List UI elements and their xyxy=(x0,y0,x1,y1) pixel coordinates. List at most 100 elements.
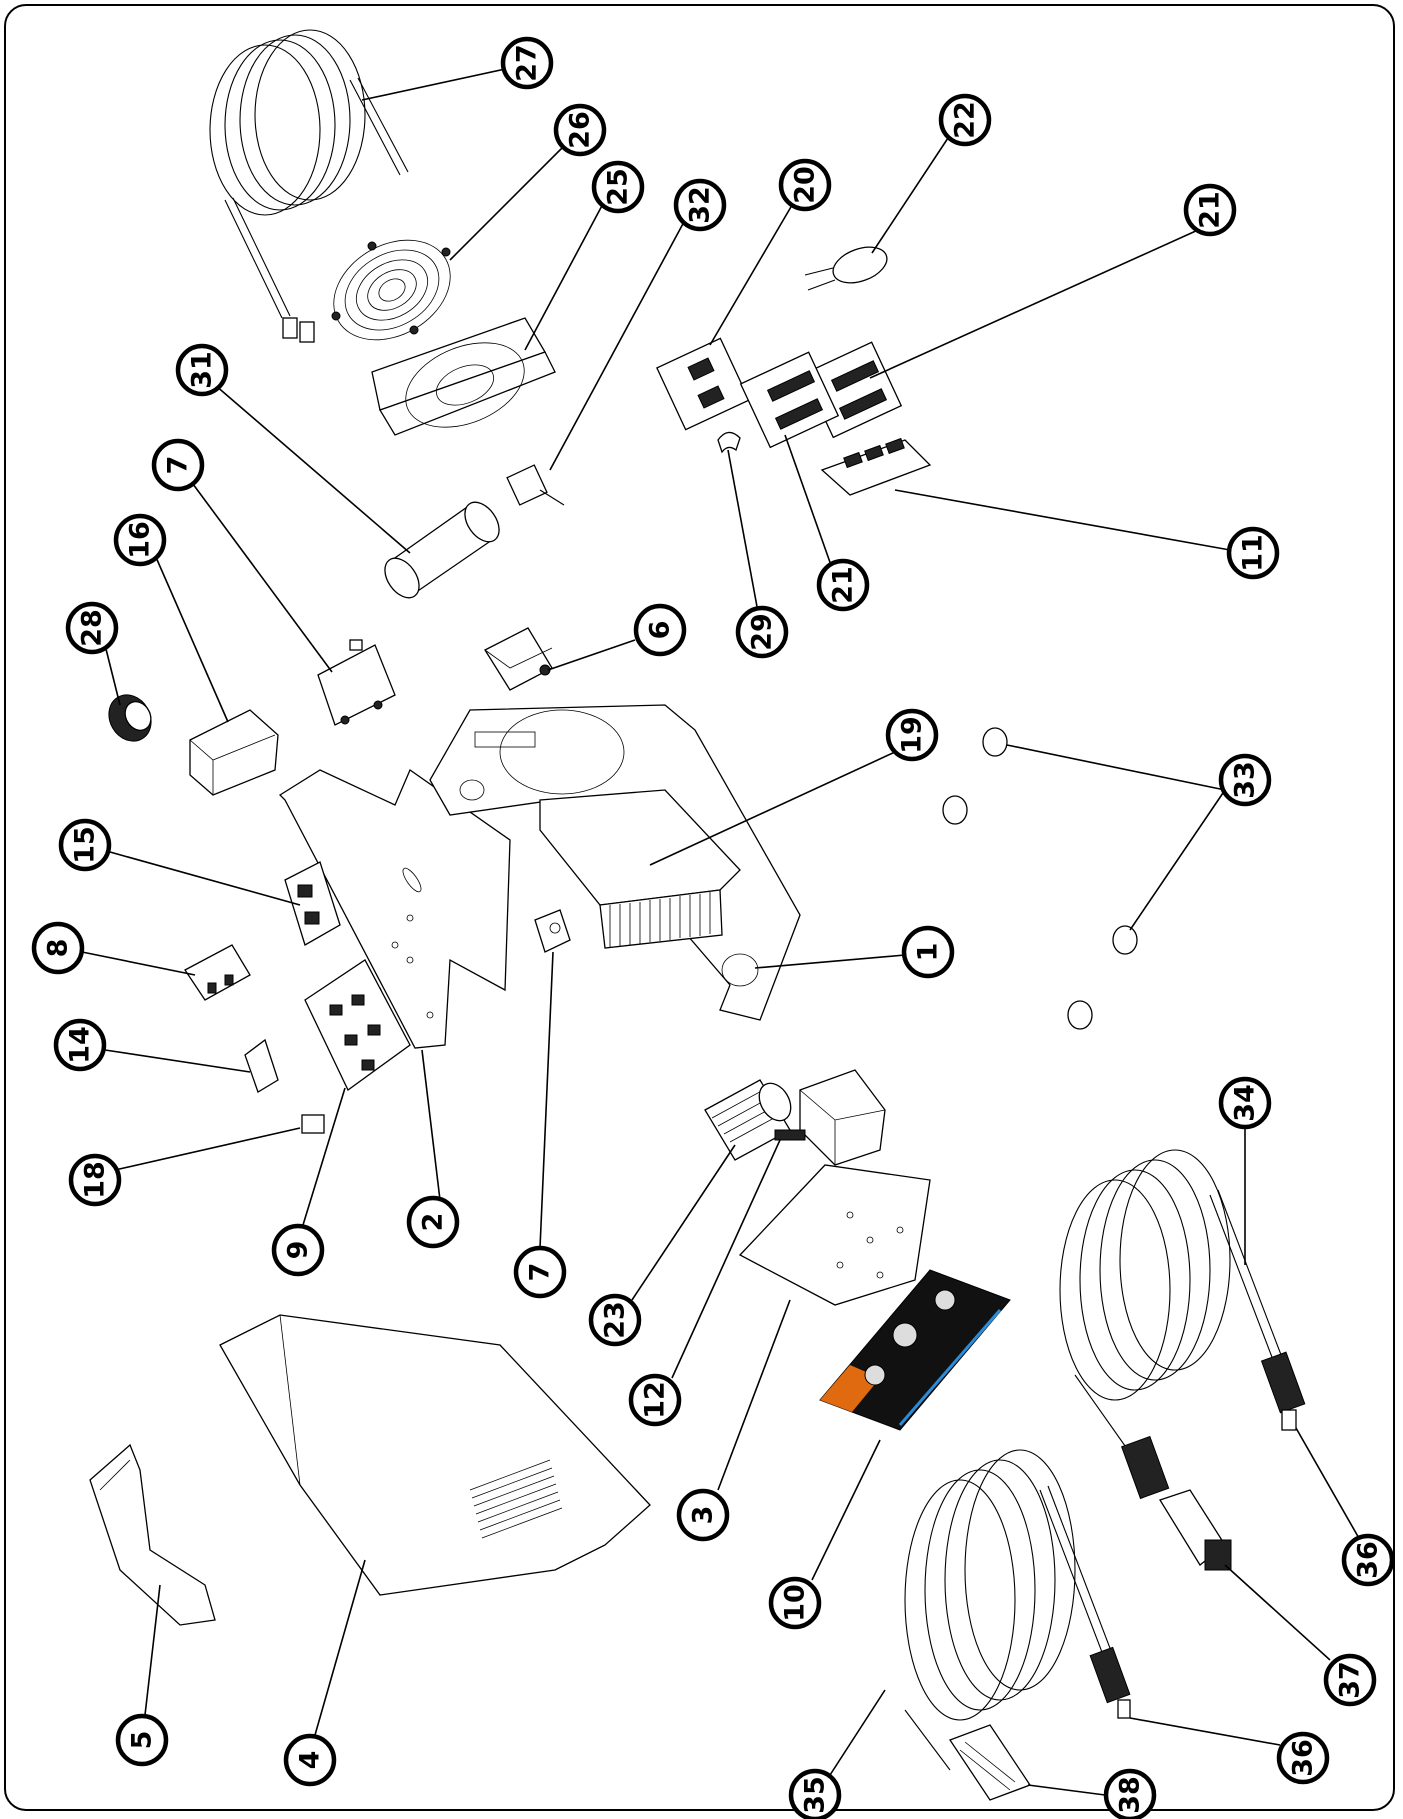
callout-19: 19 xyxy=(885,708,939,762)
callout-6-label: 6 xyxy=(645,621,676,640)
callout-3: 3 xyxy=(676,1488,730,1542)
callout-5: 5 xyxy=(115,1713,169,1767)
callout-29-label: 29 xyxy=(747,613,778,651)
callout-7-lower: 7 xyxy=(513,1245,567,1299)
callout-26: 26 xyxy=(553,103,607,157)
callout-35: 35 xyxy=(788,1768,842,1819)
callout-31-label: 31 xyxy=(187,351,218,389)
callout-7-upper-label: 7 xyxy=(163,456,194,475)
part-16-block xyxy=(189,709,279,796)
part-7-switch-lower xyxy=(534,909,571,953)
part-38-ground-clamp xyxy=(949,1724,1031,1801)
part-4-cover xyxy=(219,1314,651,1596)
callout-12: 12 xyxy=(628,1373,682,1427)
callout-1: 1 xyxy=(901,925,955,979)
callout-31: 31 xyxy=(175,343,229,397)
part-31-capacitor xyxy=(384,501,500,599)
callout-15-label: 15 xyxy=(70,826,101,864)
callout-22-label: 22 xyxy=(950,101,981,139)
callout-25-label: 25 xyxy=(603,168,634,206)
callout-11: 11 xyxy=(1226,526,1280,580)
callout-33-label: 33 xyxy=(1230,761,1261,799)
callout-27-label: 27 xyxy=(512,44,543,82)
callout-26-label: 26 xyxy=(565,111,596,149)
callout-3-label: 3 xyxy=(688,1506,719,1525)
callout-19-label: 19 xyxy=(897,716,928,754)
part-12-transformer xyxy=(774,1069,886,1166)
callout-4-label: 4 xyxy=(295,1751,326,1770)
callout-33: 33 xyxy=(1218,753,1272,807)
part-23-inductor xyxy=(704,1079,792,1161)
callout-21-top-label: 21 xyxy=(1195,191,1226,229)
callout-21-mid-label: 21 xyxy=(828,566,859,604)
callout-16: 16 xyxy=(113,513,167,567)
callout-36-upper-label: 36 xyxy=(1353,1541,1384,1579)
part-26-fan-guard xyxy=(331,239,451,341)
part-20-module xyxy=(656,337,750,431)
callout-36-upper: 36 xyxy=(1341,1533,1395,1587)
callout-22: 22 xyxy=(938,93,992,147)
part-18-block xyxy=(301,1114,325,1134)
part-7-switch-upper xyxy=(317,639,396,726)
callout-36-lower-label: 36 xyxy=(1288,1739,1319,1777)
part-15-board xyxy=(284,861,341,946)
part-1-chassis xyxy=(429,704,801,1021)
part-34-cable xyxy=(1059,1149,1306,1431)
callout-2: 2 xyxy=(406,1195,460,1249)
part-28-gland xyxy=(108,694,152,742)
callout-11-label: 11 xyxy=(1238,534,1269,572)
callout-21-mid: 21 xyxy=(816,558,870,612)
callout-14: 14 xyxy=(53,1018,107,1072)
callout-15: 15 xyxy=(58,818,112,872)
callout-37: 37 xyxy=(1323,1653,1377,1707)
part-35-cable xyxy=(904,1449,1131,1771)
callout-18: 18 xyxy=(68,1153,122,1207)
callout-9-label: 9 xyxy=(283,1241,314,1260)
callout-36-lower: 36 xyxy=(1276,1731,1330,1785)
callout-29: 29 xyxy=(735,605,789,659)
part-9-pcb xyxy=(304,959,411,1091)
part-3-base-plate xyxy=(738,1164,931,1306)
callout-1-label: 1 xyxy=(913,943,944,962)
callout-10-label: 10 xyxy=(780,1584,811,1622)
part-6-relay xyxy=(484,627,553,691)
callout-8: 8 xyxy=(31,921,85,975)
callout-38-label: 38 xyxy=(1115,1776,1146,1814)
callout-7-upper: 7 xyxy=(151,438,205,492)
callout-25: 25 xyxy=(591,160,645,214)
part-5-handle xyxy=(89,1443,216,1626)
callout-9: 9 xyxy=(271,1223,325,1277)
part-37-electrode-holder xyxy=(1074,1374,1232,1571)
part-11-bridge xyxy=(820,437,932,496)
part-14-board xyxy=(244,1038,279,1093)
part-29-clip xyxy=(717,431,741,454)
callout-12-label: 12 xyxy=(640,1381,671,1419)
callout-23-label: 23 xyxy=(600,1301,631,1339)
callout-35-label: 35 xyxy=(800,1776,831,1814)
callout-34-label: 34 xyxy=(1230,1084,1261,1122)
callout-21-top: 21 xyxy=(1183,183,1237,237)
callout-28: 28 xyxy=(65,601,119,655)
part-8-board xyxy=(184,944,251,1001)
part-19-heatsink xyxy=(539,789,741,949)
callout-34: 34 xyxy=(1218,1076,1272,1130)
callout-20: 20 xyxy=(778,158,832,212)
callout-8-label: 8 xyxy=(43,939,74,958)
callout-32-label: 32 xyxy=(685,186,716,224)
callout-2-label: 2 xyxy=(418,1213,449,1232)
part-22-component xyxy=(804,246,888,291)
callout-4: 4 xyxy=(283,1733,337,1787)
part-27-power-cable xyxy=(209,29,409,343)
callout-27: 27 xyxy=(500,36,554,90)
callout-37-label: 37 xyxy=(1335,1661,1366,1699)
part-33-feet xyxy=(942,727,1138,1030)
part-32-sensor xyxy=(506,464,565,506)
diagram-frame xyxy=(4,4,1395,1811)
part-21-module-b xyxy=(739,351,840,449)
callout-5-label: 5 xyxy=(127,1731,158,1750)
part-10-front-label xyxy=(819,1269,1011,1431)
callout-20-label: 20 xyxy=(790,166,821,204)
callout-14-label: 14 xyxy=(65,1026,96,1064)
callout-10: 10 xyxy=(768,1576,822,1630)
